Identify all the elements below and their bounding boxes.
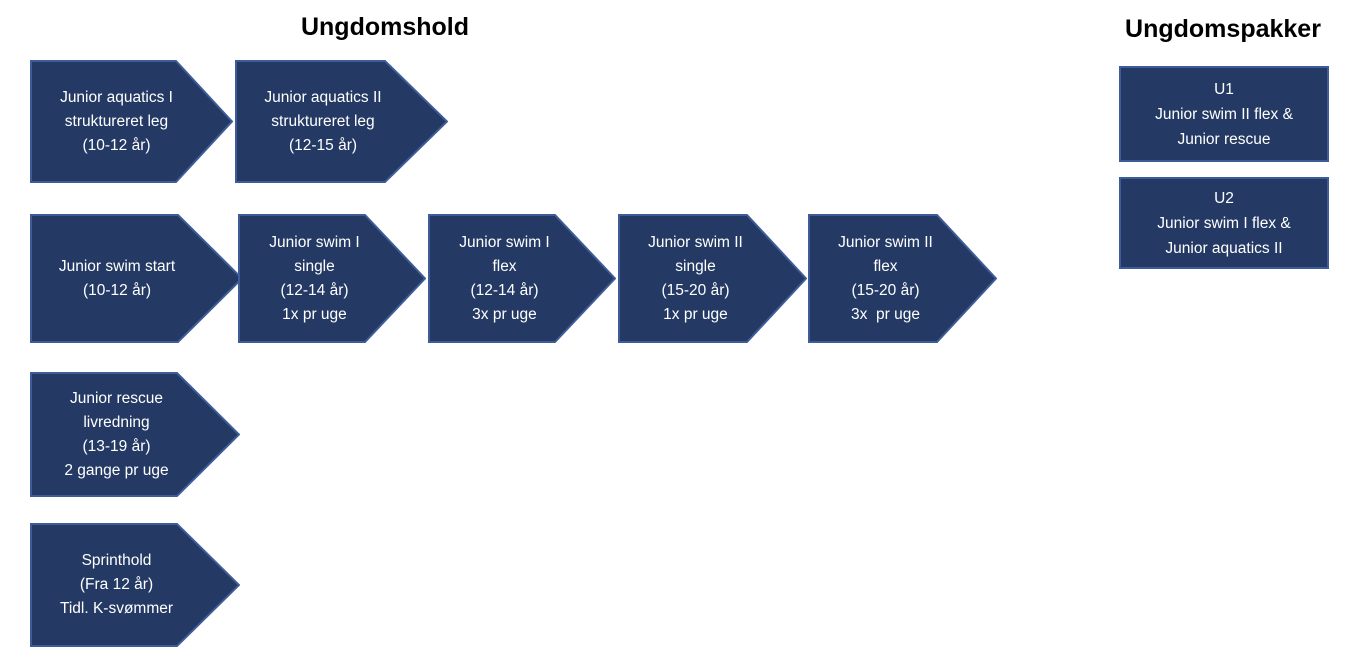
flow-step-junior-aquatics-2: Junior aquatics II struktureret leg (12-… [235,60,448,183]
step-line: Junior swim II [648,233,743,251]
arrow-shape [30,214,243,343]
step-line: Junior swim I [459,233,550,251]
step-line: Junior aquatics I [60,88,173,106]
flow-step-junior-swim-2-flex: Junior swim II flex (15-20 år) 3x pr uge [808,214,997,343]
flow-step-junior-swim-start: Junior swim start (10-12 år) [30,214,243,343]
flow-step-junior-rescue: Junior rescue livredning (13-19 år) 2 ga… [30,372,240,497]
flow-step-junior-swim-2-single: Junior swim II single (15-20 år) 1x pr u… [618,214,807,343]
arrow-shape [235,60,448,183]
arrow-shape [30,523,240,647]
package-u1: U1 Junior swim II flex & Junior rescue [1119,66,1329,162]
step-line: (10-12 år) [82,281,152,299]
step-line: struktureret leg [271,112,375,130]
step-line: (10-12 år) [82,136,151,154]
package-u2: U2 Junior swim I flex & Junior aquatics … [1119,177,1329,269]
flow-step-junior-swim-1-flex: Junior swim I flex (12-14 år) 3x pr uge [428,214,616,343]
step-line: Junior swim I [269,233,360,251]
step-line: livredning [83,413,150,431]
step-line: struktureret leg [64,112,169,130]
arrow-shape [238,214,426,343]
package-line: Junior swim II flex & [1155,105,1293,123]
step-line: (15-20 år) [661,281,730,299]
arrow-shape [808,214,997,343]
package-line: Junior aquatics II [1165,239,1283,257]
step-line: (Fra 12 år) [79,576,154,593]
step-line: (12-14 år) [280,281,349,299]
title-ungdomshold: Ungdomshold [300,13,470,41]
step-line: 1x pr uge [663,305,728,323]
package-line: Junior swim I flex & [1157,214,1291,232]
step-line: Sprinthold [81,552,152,569]
step-line: flex [492,257,517,275]
arrow-shape [30,372,240,497]
arrow-shape [428,214,616,343]
step-line: 3x pr uge [472,305,537,323]
step-line: 2 gange pr uge [64,461,169,479]
arrow-shape [30,60,233,183]
arrow-shape [618,214,807,343]
step-line: single [294,257,335,275]
flow-step-junior-swim-1-single: Junior swim I single (12-14 år) 1x pr ug… [238,214,426,343]
step-line: 3x pr uge [851,305,920,323]
flow-step-junior-aquatics-1: Junior aquatics I struktureret leg (10-1… [30,60,233,183]
title-ungdomspakker: Ungdomspakker [1125,15,1321,43]
step-line: Junior swim II [838,233,933,251]
step-line: (13-19 år) [82,437,151,455]
step-line: single [675,257,716,275]
package-line: U1 [1214,80,1234,98]
flow-step-sprinthold: Sprinthold (Fra 12 år) Tidl. K-svømmer [30,523,240,647]
step-line: 1x pr uge [282,305,347,323]
step-line: Tidl. K-svømmer [59,600,174,617]
step-line: flex [873,257,898,275]
step-line: Junior swim start [58,257,176,275]
step-line: Junior aquatics II [264,88,382,106]
step-line: (12-15 år) [288,136,358,154]
package-line: U2 [1214,189,1234,207]
package-line: Junior rescue [1177,130,1271,148]
step-line: Junior rescue [69,389,164,407]
step-line: (12-14 år) [470,281,539,299]
step-line: (15-20 år) [851,281,920,299]
